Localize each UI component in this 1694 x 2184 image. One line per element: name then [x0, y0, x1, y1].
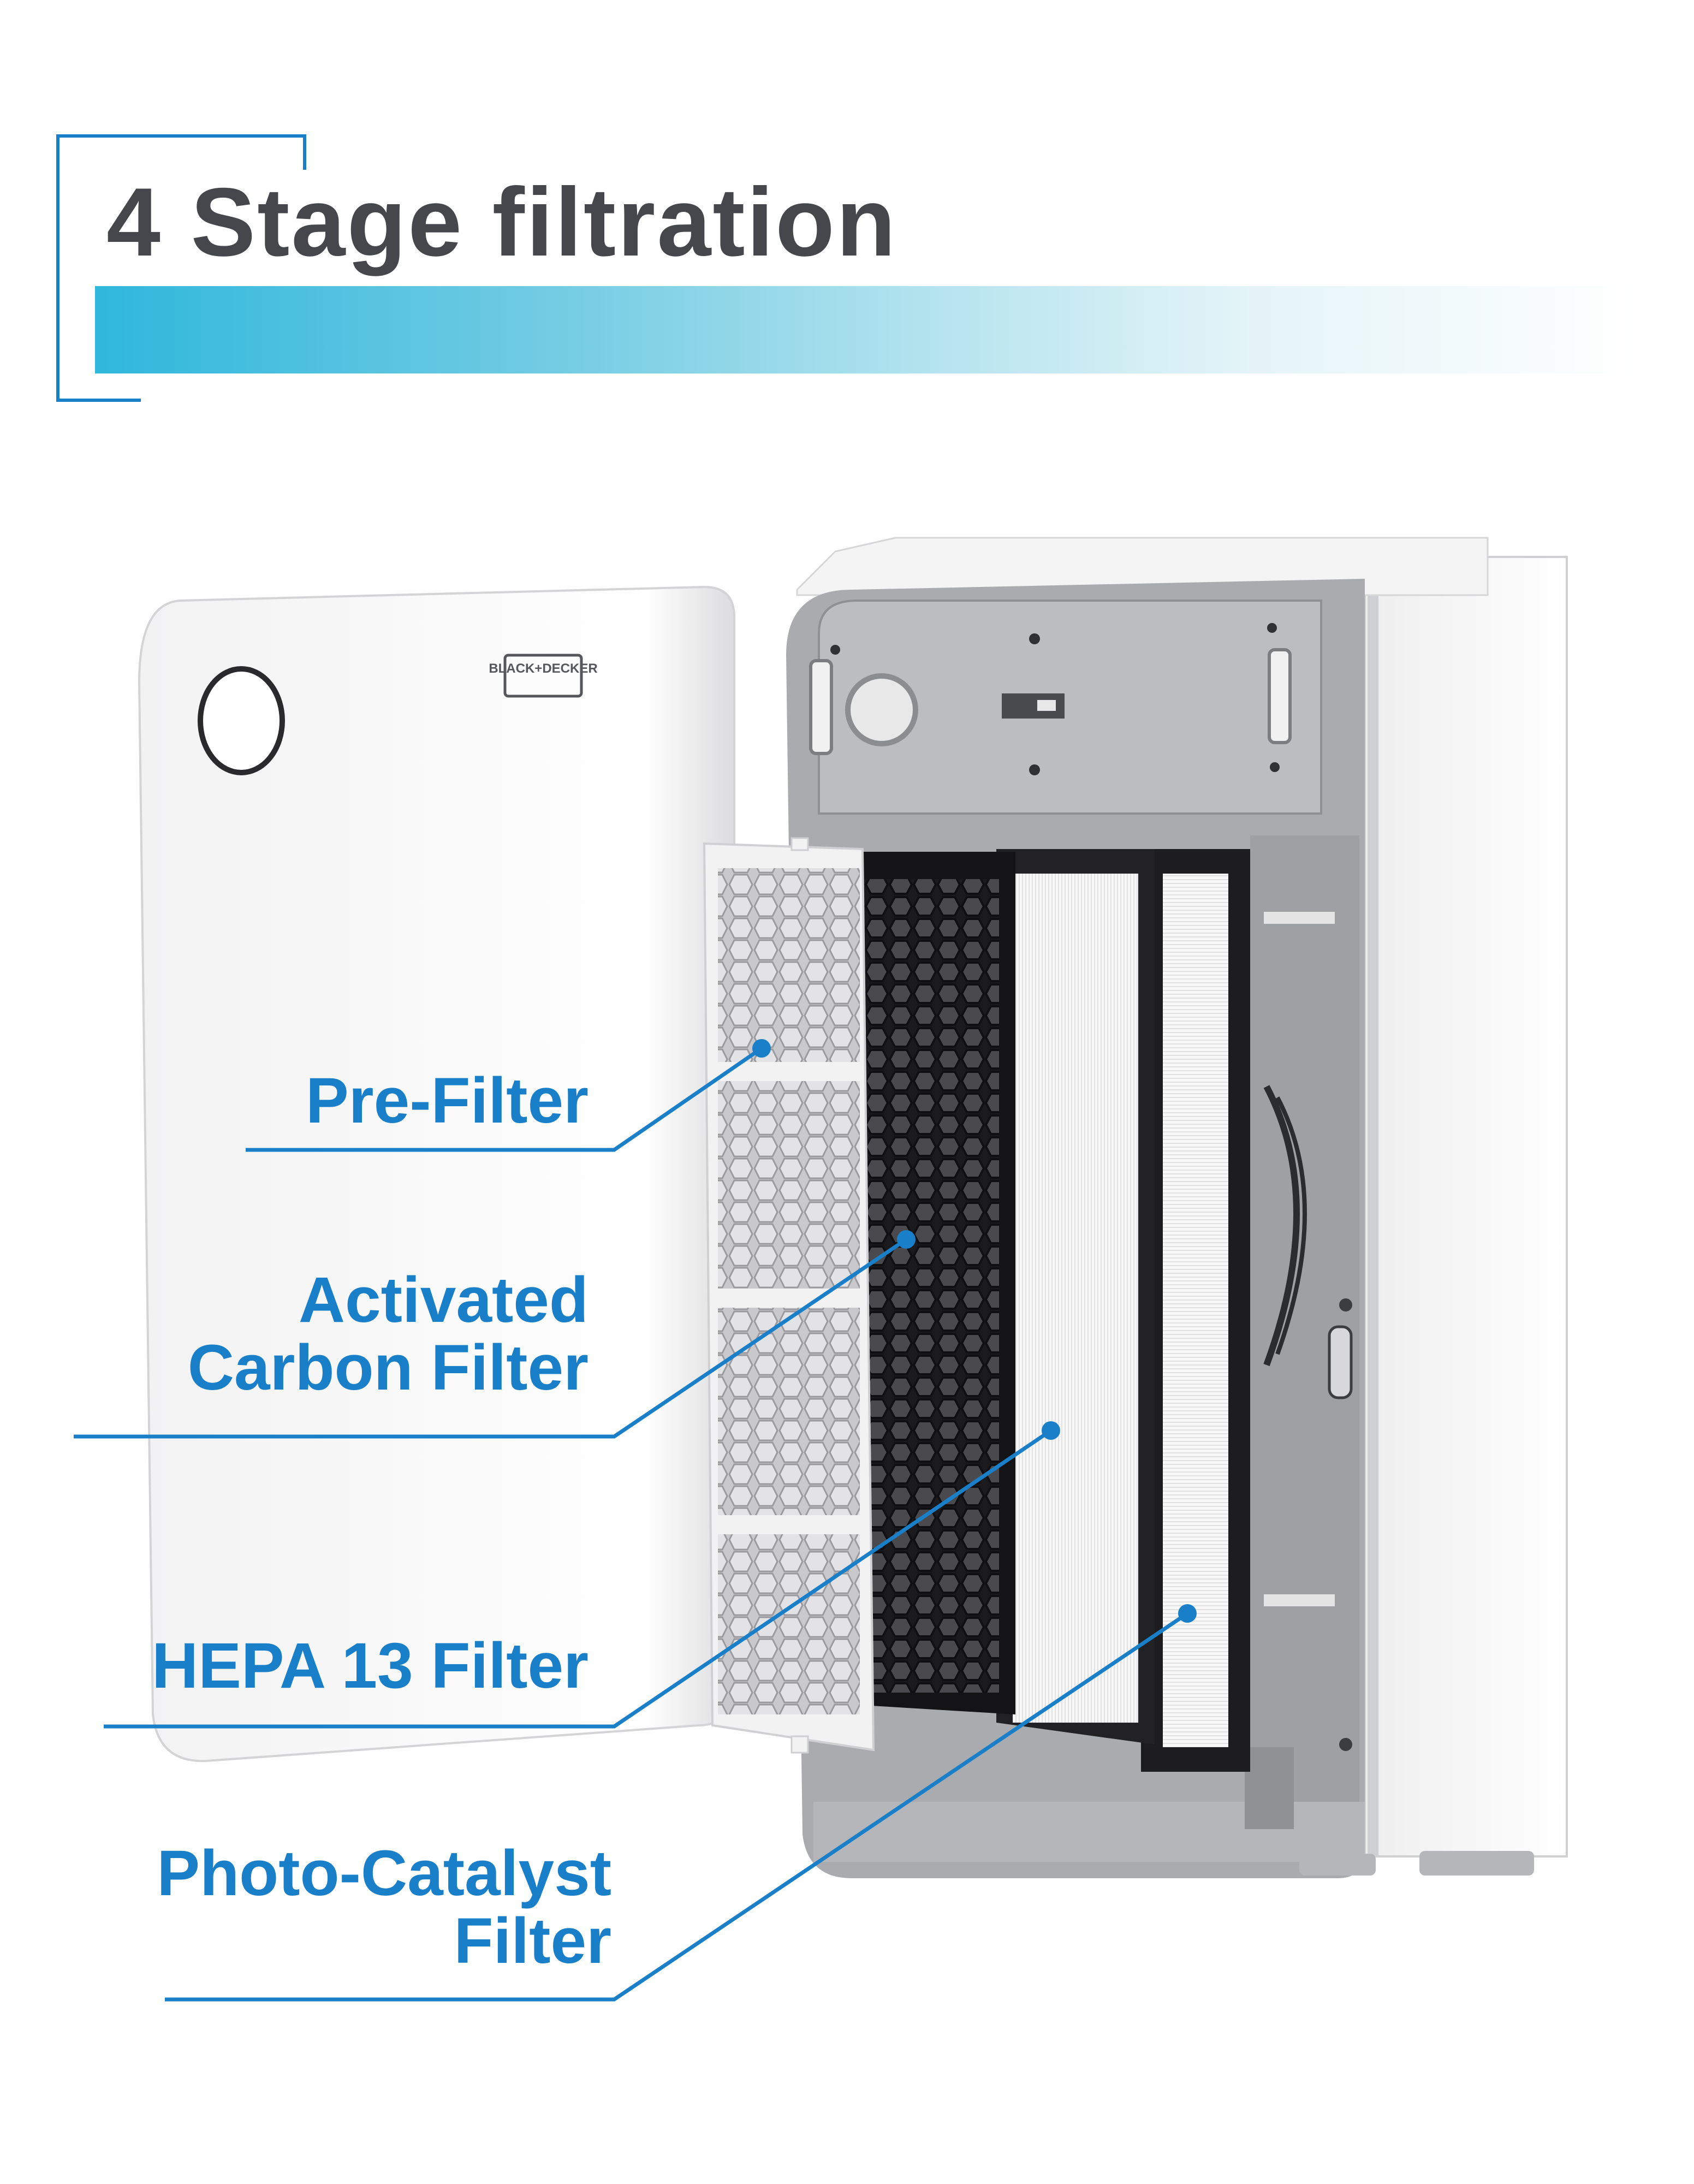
title-underline-gradient	[95, 286, 1638, 373]
leader-pre-filter	[246, 1047, 763, 1152]
callout-pre-filter: Pre-Filter	[306, 1067, 589, 1135]
photo-catalyst-filter	[1141, 849, 1250, 1772]
callout-dots	[752, 1039, 1197, 1623]
callout-carbon-filter-line-1: Activated	[298, 1264, 589, 1336]
callout-photo-filter: Photo-Catalyst Filter	[157, 1837, 612, 1977]
page-title: 4 Stage filtration	[106, 168, 897, 276]
callout-hepa-filter-line-1: HEPA 13 Filter	[151, 1630, 589, 1702]
brand-badge-line-1: BLACK+DECKER	[489, 661, 597, 676]
leader-photo-filter	[165, 1612, 1188, 2002]
callout-pre-filter-line-1: Pre-Filter	[305, 1065, 589, 1137]
dot-photo-filter	[1178, 1604, 1197, 1623]
callout-carbon-filter-line-2: Carbon Filter	[187, 1331, 589, 1404]
hepa-filter	[996, 849, 1155, 1744]
callout-photo-filter-line-2: Filter	[454, 1904, 612, 1977]
carbon-filter	[835, 852, 1015, 1714]
title-frame-left	[56, 134, 60, 402]
title-frame-bottom	[56, 399, 141, 402]
dot-pre-filter	[752, 1039, 771, 1058]
title-frame-tick	[303, 134, 306, 170]
callout-leaders	[74, 1047, 1188, 2002]
callout-photo-filter-line-1: Photo-Catalyst	[157, 1837, 611, 1909]
dot-hepa-filter	[1042, 1421, 1060, 1440]
leader-hepa-filter	[104, 1429, 1052, 1729]
dot-carbon-filter	[897, 1230, 916, 1249]
front-cover-panel	[138, 585, 735, 1762]
callout-carbon-filter: Activated Carbon Filter	[187, 1264, 589, 1404]
callout-hepa-filter: HEPA 13 Filter	[151, 1630, 589, 1702]
title-frame-top	[56, 134, 306, 138]
leader-carbon-filter	[74, 1238, 907, 1439]
pre-filter	[703, 837, 875, 1754]
